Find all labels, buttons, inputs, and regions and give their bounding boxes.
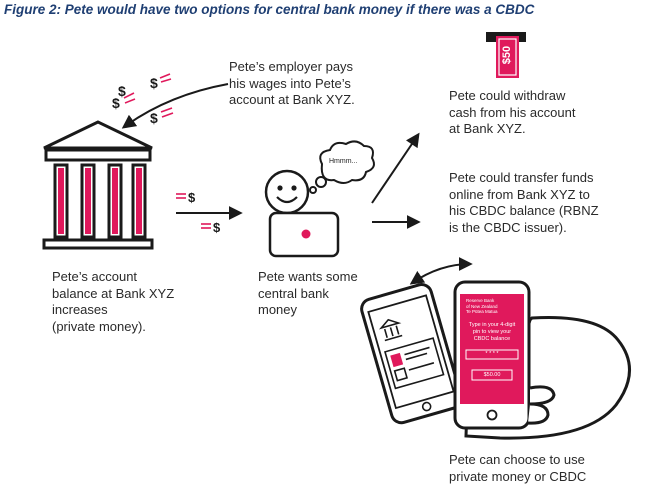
- thought-bubble-text: Hmmm...: [329, 158, 358, 165]
- pete-wants-text: Pete wants some central bank money: [258, 269, 358, 317]
- choose-money-text: Pete can choose to use private money or …: [449, 452, 587, 484]
- bank-icon: [42, 120, 154, 250]
- transfer-funds-text: Pete could transfer funds online from Ba…: [449, 170, 599, 235]
- svg-text:$: $: [118, 83, 126, 99]
- account-balance-text: Pete’s account balance at Bank XYZ incre…: [52, 269, 175, 334]
- employer-pays-text: Pete’s employer pays his wages into Pete…: [229, 59, 355, 107]
- banknote-value: $50: [501, 46, 513, 64]
- figure-title: Figure 2: Pete would have two options fo…: [4, 2, 535, 17]
- phone-prompt-text: Type in your 4-digit pin to view your CB…: [468, 322, 516, 342]
- svg-text:$: $: [112, 95, 120, 111]
- phone-right: [453, 280, 531, 430]
- dollar-icon: $ $ $ $: [112, 75, 158, 126]
- svg-text:$: $: [188, 190, 196, 205]
- pete-avatar: [264, 169, 340, 258]
- thought-bubble: [309, 140, 375, 194]
- phone-left: [360, 283, 463, 425]
- withdraw-cash-text: Pete could withdraw cash from his accoun…: [449, 88, 576, 136]
- banknote-icon: $50: [486, 32, 526, 78]
- svg-text:$: $: [150, 110, 158, 126]
- phone-issuer-text: Reserve Bank of New Zealand Te Pūtea Mat…: [466, 298, 498, 314]
- bank-icon: [378, 318, 403, 342]
- pin-input[interactable]: * * * *: [485, 351, 499, 357]
- svg-text:$: $: [213, 220, 221, 235]
- svg-text:$: $: [150, 75, 158, 91]
- cbdc-balance-value: $50.00: [483, 372, 501, 378]
